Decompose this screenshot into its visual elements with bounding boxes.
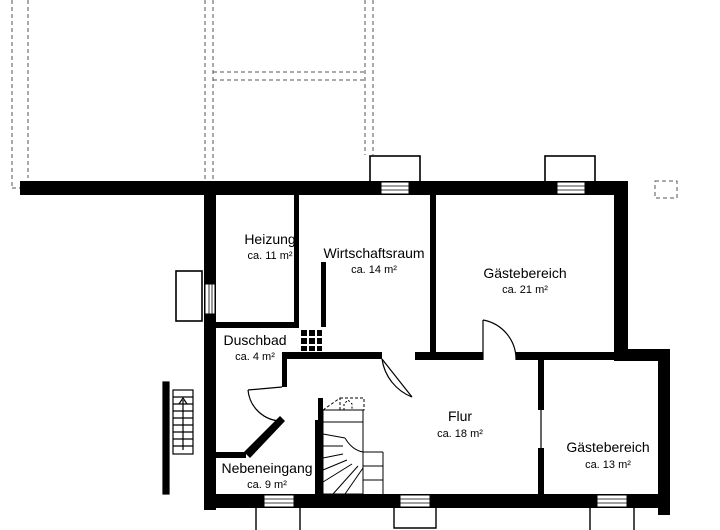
walls: [20, 181, 670, 515]
room-area-wirtschaftsraum: ca. 14 m²: [351, 264, 397, 276]
light-well-boxes: [175, 155, 596, 322]
external-stairs: [162, 381, 194, 495]
room-name-wirtschaftsraum: Wirtschaftsraum: [323, 245, 424, 261]
room-name-heizung: Heizung: [244, 231, 295, 247]
room-area-gaestebereich-13: ca. 13 m²: [585, 459, 631, 471]
room-area-duschbad: ca. 4 m²: [235, 351, 275, 363]
room-labels: Heizung ca. 11 m² Wirtschaftsraum ca. 14…: [221, 231, 649, 491]
bottom-light-wells: [255, 508, 635, 530]
room-name-nebeneingang: Nebeneingang: [221, 460, 312, 476]
shower-grid-icon: [299, 328, 323, 352]
room-area-gaestebereich-21: ca. 21 m²: [502, 284, 548, 296]
doors: [247, 319, 542, 448]
dashed-outline-upper: [11, 0, 678, 199]
diagonal-wall: [244, 416, 285, 458]
room-area-nebeneingang: ca. 9 m²: [247, 479, 287, 491]
internal-stairs: [322, 397, 384, 495]
windows: [204, 181, 628, 508]
room-name-flur: Flur: [448, 408, 472, 424]
room-area-heizung: ca. 11 m²: [247, 250, 292, 262]
room-name-gaestebereich-21: Gästebereich: [483, 265, 566, 281]
room-area-flur: ca. 18 m²: [437, 428, 483, 440]
room-name-gaestebereich-13: Gästebereich: [566, 439, 649, 455]
window-lines: [208, 185, 627, 504]
room-name-duschbad: Duschbad: [223, 332, 286, 348]
